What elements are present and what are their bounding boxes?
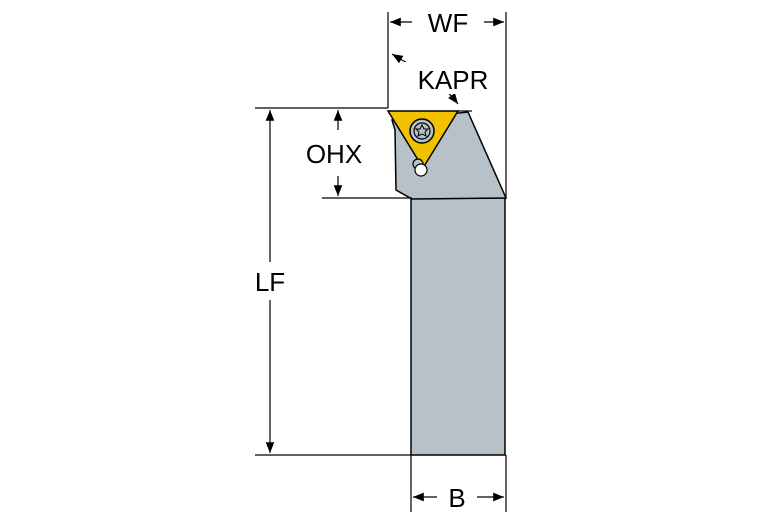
- b-label: B: [448, 483, 465, 513]
- lf-label: LF: [255, 267, 285, 297]
- torx-screw-icon: [409, 118, 435, 144]
- wf-label: WF: [428, 8, 468, 38]
- ohx-label: OHX: [306, 139, 362, 169]
- kapr-label: KAPR: [418, 65, 489, 95]
- extension-lines: [255, 12, 507, 512]
- tool-shank: [410, 197, 506, 456]
